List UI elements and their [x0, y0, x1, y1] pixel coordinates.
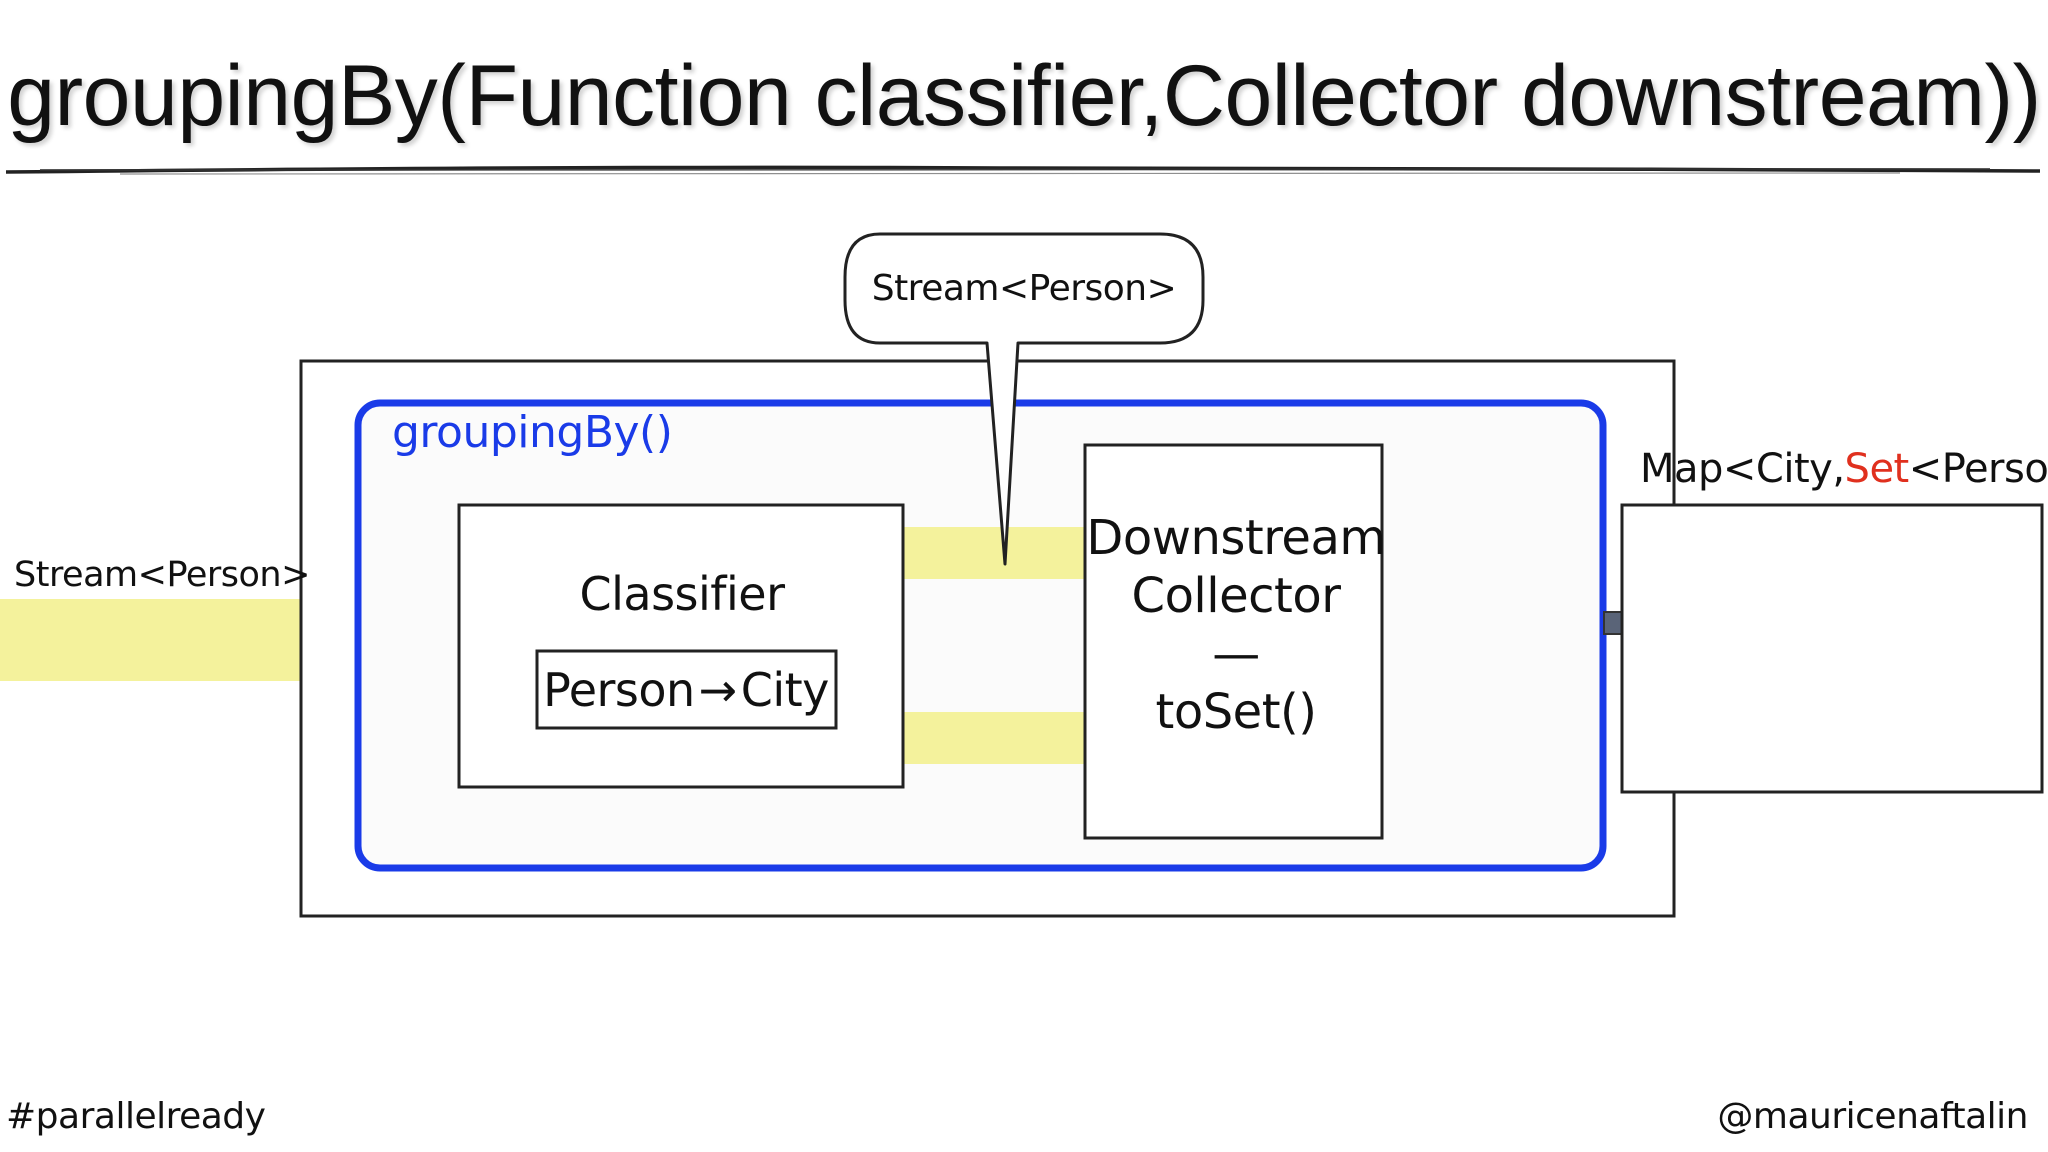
downstream-method: toSet(): [1155, 684, 1317, 740]
output-prefix: Map<City,: [1640, 446, 1845, 492]
callout-stream-label: Stream<Person>: [871, 268, 1177, 309]
hashtag-footer: #parallelready: [6, 1096, 266, 1137]
downstream-title-line2: Collector: [1131, 568, 1341, 624]
function-to-label: City: [740, 663, 830, 717]
output-suffix: <Person>: [1908, 446, 2048, 492]
downstream-collector-box: [1083, 443, 1384, 840]
classifier-function-box: [535, 649, 838, 730]
classifier-box: [457, 503, 905, 789]
lower-stream-band: [904, 712, 1084, 764]
title-divider: [5, 165, 2041, 175]
output-highlight: Set: [1844, 446, 1910, 492]
input-stream-band: [0, 599, 356, 681]
output-map-box: [1620, 503, 2044, 794]
downstream-title-line1: Downstream: [1086, 510, 1386, 566]
upper-stream-band: [904, 527, 1084, 579]
output-type-label: Map<City,Set<Person>: [1640, 443, 2048, 495]
author-handle-footer: @mauricenaftalin: [1717, 1096, 2028, 1137]
downstream-divider: —: [1212, 626, 1260, 682]
classifier-title: Classifier: [579, 567, 786, 621]
right-arrow-icon: →: [698, 663, 738, 717]
stream-callout: [843, 232, 1205, 566]
slide-title: groupingBy(Function classifier,Collector…: [7, 48, 2041, 144]
classifier-function: Person→City: [536, 658, 836, 722]
grouping-by-label: groupingBy(): [392, 407, 673, 458]
function-from-label: Person: [543, 663, 695, 717]
input-stream-label: Stream<Person>: [14, 555, 310, 595]
